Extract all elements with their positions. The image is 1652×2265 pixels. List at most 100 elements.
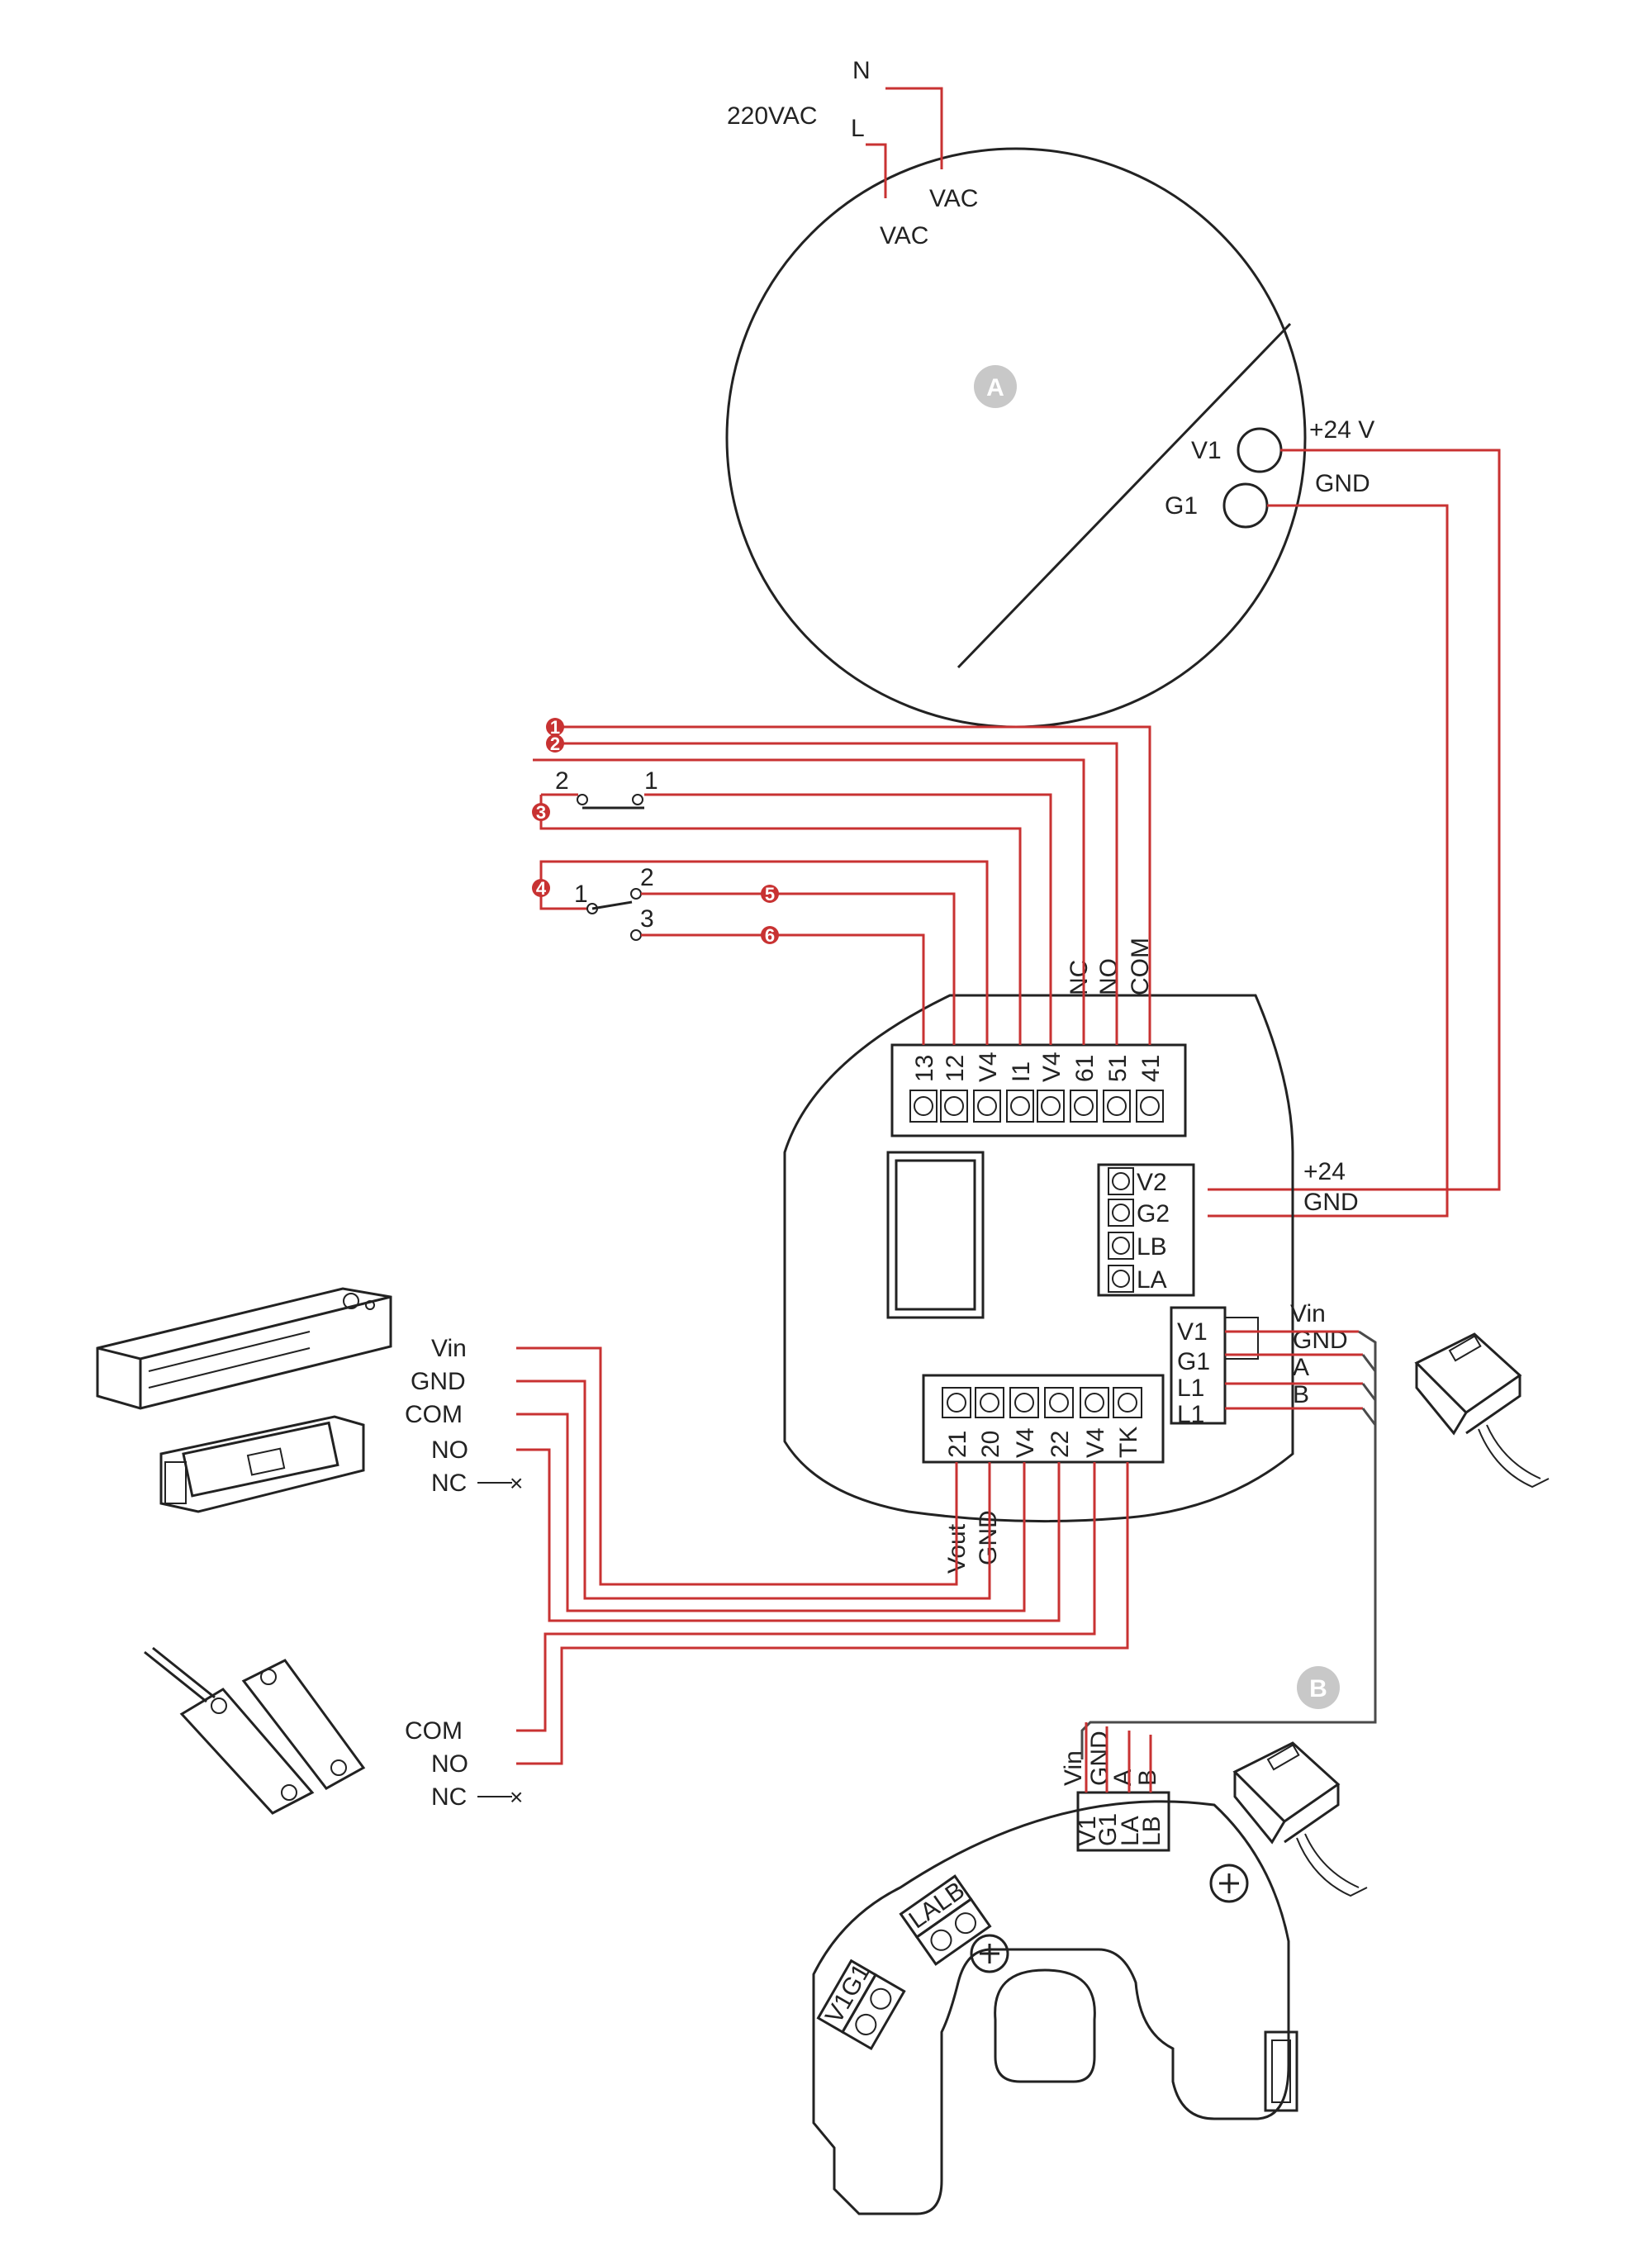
- display-inner: [895, 1159, 976, 1311]
- top-terminal-slot: [1136, 1090, 1164, 1123]
- top-terminal-slot: [1103, 1090, 1131, 1123]
- bottom-terminal-label: 22: [1047, 1431, 1074, 1458]
- right-terminal-slot: [1108, 1167, 1134, 1195]
- wire-gnd: [1208, 504, 1449, 1218]
- sensor-label-no: NO: [431, 1750, 468, 1778]
- top-terminal-slot: [940, 1090, 968, 1123]
- reader-top-terminal-label: V1: [1074, 1816, 1101, 1846]
- number-badge: 5: [765, 884, 775, 905]
- top-terminal-slot: [973, 1090, 1001, 1123]
- right-terminal-screw: [1112, 1172, 1130, 1190]
- reader-top-wire-label: GND: [1086, 1731, 1113, 1786]
- sensor-label-com: COM: [405, 1717, 463, 1745]
- screw-icon: [1209, 1864, 1249, 1903]
- number-badge-circle: [761, 926, 779, 944]
- right-terminal-label: V2: [1137, 1169, 1167, 1196]
- plus24v-label: +24 V: [1309, 416, 1374, 444]
- bus-terminal-label: L1: [1177, 1375, 1204, 1402]
- bus-wire-label: A: [1293, 1354, 1309, 1381]
- wire-1: [555, 725, 1151, 1045]
- bottom-terminal-slot: [1009, 1387, 1039, 1418]
- bus-wire-label: B: [1293, 1381, 1309, 1408]
- switch-b-label-2: 2: [640, 864, 654, 891]
- vac-label-l: VAC: [880, 222, 928, 249]
- bus-cable-gray-2: [1361, 1354, 1377, 1372]
- bus-cable-gray-3: [1361, 1383, 1377, 1401]
- top-terminal-label: 13: [911, 1055, 938, 1082]
- top-terminal-label: 41: [1137, 1055, 1165, 1082]
- top-terminal-screw: [1074, 1096, 1094, 1116]
- right-terminal-label: LA: [1137, 1266, 1167, 1294]
- right-terminal-slot: [1108, 1199, 1134, 1227]
- wire-2b: [533, 758, 1085, 1045]
- terminal-g1-label: G1: [1165, 492, 1198, 520]
- right-label-plus24: +24: [1303, 1158, 1346, 1185]
- bottom-terminal-screw: [1014, 1393, 1034, 1413]
- wire-3: [539, 795, 1022, 1045]
- terminal-v1-label: V1: [1191, 437, 1222, 464]
- bus-terminal-label: G1: [1177, 1348, 1210, 1375]
- wire-6: [641, 933, 925, 1045]
- reader-block-v1-g1: V1 G1: [816, 1959, 906, 2051]
- right-terminal-screw: [1112, 1204, 1130, 1222]
- lock-nc-x: ×: [510, 1470, 523, 1496]
- rj-connector-icon: [1414, 1332, 1550, 1489]
- relay-label-no: NO: [1095, 958, 1123, 995]
- bus-terminal-label: L1: [1177, 1401, 1204, 1428]
- relay-label-nc: NC: [1066, 960, 1093, 995]
- right-label-gnd: GND: [1303, 1189, 1359, 1216]
- wire-plus24: [1208, 449, 1501, 1191]
- bottom-terminal-slot: [1080, 1387, 1109, 1418]
- sensor-wire-no: [516, 1462, 1129, 1765]
- right-terminal-label: LB: [1137, 1233, 1167, 1261]
- mains-label-n: N: [852, 57, 871, 84]
- top-terminal-screw: [1107, 1096, 1127, 1116]
- magnetic-lock-icon: [96, 1287, 392, 1410]
- gnd-label: GND: [1315, 470, 1370, 497]
- top-terminal-circles: [909, 1090, 1164, 1123]
- lock-label-no: NO: [431, 1436, 468, 1464]
- top-terminal-label: I1: [1008, 1061, 1035, 1082]
- lock-wire-no: [516, 1448, 1061, 1622]
- number-badge-circle: [546, 718, 564, 736]
- right-terminal-screw: [1112, 1270, 1130, 1288]
- right-terminal-screw: [1112, 1237, 1130, 1255]
- rj-connector-icon: [1232, 1741, 1368, 1897]
- reader-top-wire-label: Vin: [1060, 1750, 1087, 1786]
- door-sensor: × COM NO NC: [144, 1462, 1129, 1815]
- lock-wire-com: [516, 1413, 1026, 1612]
- mains-label-l: L: [851, 115, 865, 142]
- badge-b: B: [1309, 1675, 1327, 1702]
- top-terminal-slot: [1037, 1090, 1065, 1123]
- bottom-terminal-screw: [1049, 1393, 1069, 1413]
- switch-b-label-3: 3: [640, 905, 654, 933]
- sensor-label-nc: NC: [431, 1783, 467, 1811]
- top-terminal-label: V4: [975, 1052, 1002, 1082]
- reader-top-wire-label: B: [1134, 1769, 1161, 1786]
- switch-a-label-right: 1: [644, 767, 658, 795]
- number-badge: 3: [536, 802, 546, 823]
- bottom-terminal-screw: [1118, 1393, 1137, 1413]
- top-terminal-slot: [1006, 1090, 1034, 1123]
- bottom-terminal-screw: [947, 1393, 966, 1413]
- lock-label-gnd: GND: [411, 1368, 466, 1395]
- bottom-terminal-slot: [975, 1387, 1004, 1418]
- controller-outline: [783, 994, 1294, 1523]
- top-terminal-label: 51: [1104, 1055, 1132, 1082]
- top-terminal-label: V4: [1038, 1052, 1066, 1082]
- wire-5: [641, 892, 956, 1045]
- bus-wire-label: Vin: [1290, 1300, 1326, 1327]
- reader-top-terminal-label: LB: [1138, 1816, 1165, 1846]
- electric-strike-icon: [159, 1415, 365, 1513]
- reader-top-wire-label: A: [1109, 1769, 1137, 1786]
- power-supply: A N L 220VAC VAC VAC V1 G1 +24 V GND: [725, 57, 1374, 729]
- top-terminal-screw: [944, 1096, 964, 1116]
- bus-cable-gray-4: [1361, 1408, 1377, 1426]
- lock-label-vin: Vin: [431, 1335, 467, 1362]
